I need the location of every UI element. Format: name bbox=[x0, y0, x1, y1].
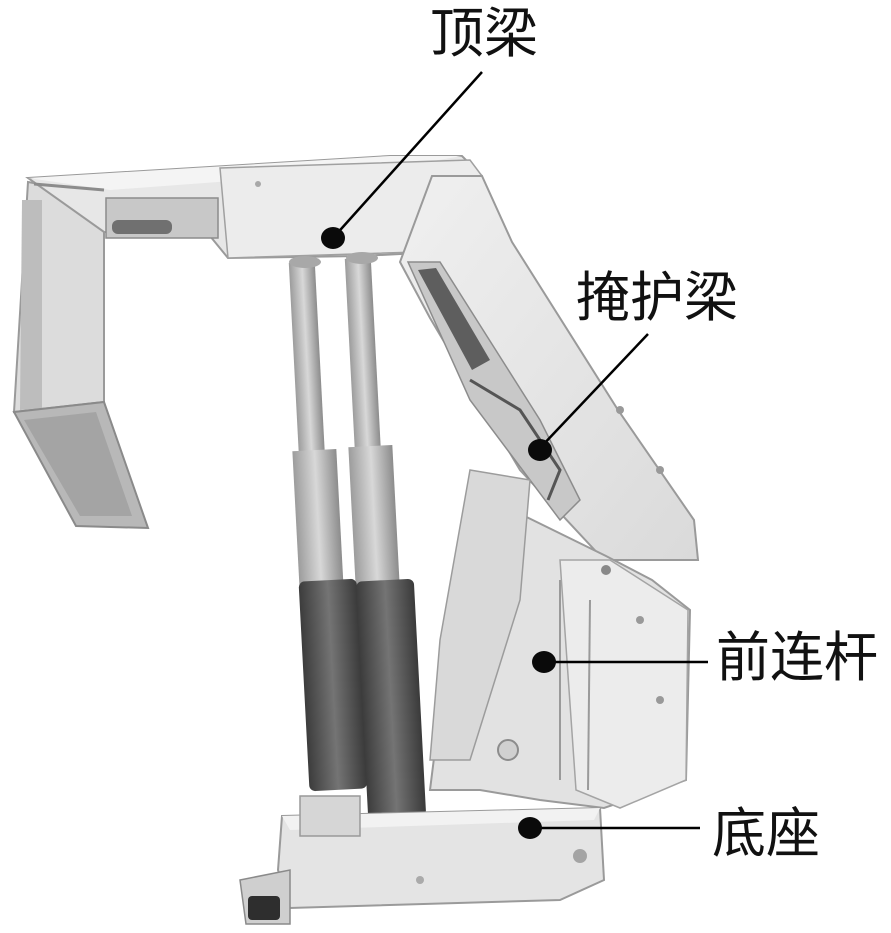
marker-dots bbox=[321, 227, 556, 839]
leader-top-beam bbox=[332, 71, 483, 239]
label-shield-beam: 掩护梁 bbox=[576, 266, 738, 329]
face-guard bbox=[12, 180, 150, 530]
marker-front-link bbox=[532, 651, 556, 673]
label-base: 底座 bbox=[712, 802, 820, 865]
label-top-beam: 顶梁 bbox=[430, 2, 538, 65]
leader-lines bbox=[332, 71, 708, 830]
marker-base bbox=[518, 817, 542, 839]
rear-link bbox=[429, 469, 531, 761]
shield-beam bbox=[398, 175, 700, 561]
marker-shield-beam bbox=[528, 439, 552, 461]
label-front-link: 前连杆 bbox=[716, 626, 878, 689]
hydraulic-legs bbox=[288, 252, 426, 820]
leader-shield-beam bbox=[539, 333, 649, 449]
marker-top-beam bbox=[321, 227, 345, 249]
